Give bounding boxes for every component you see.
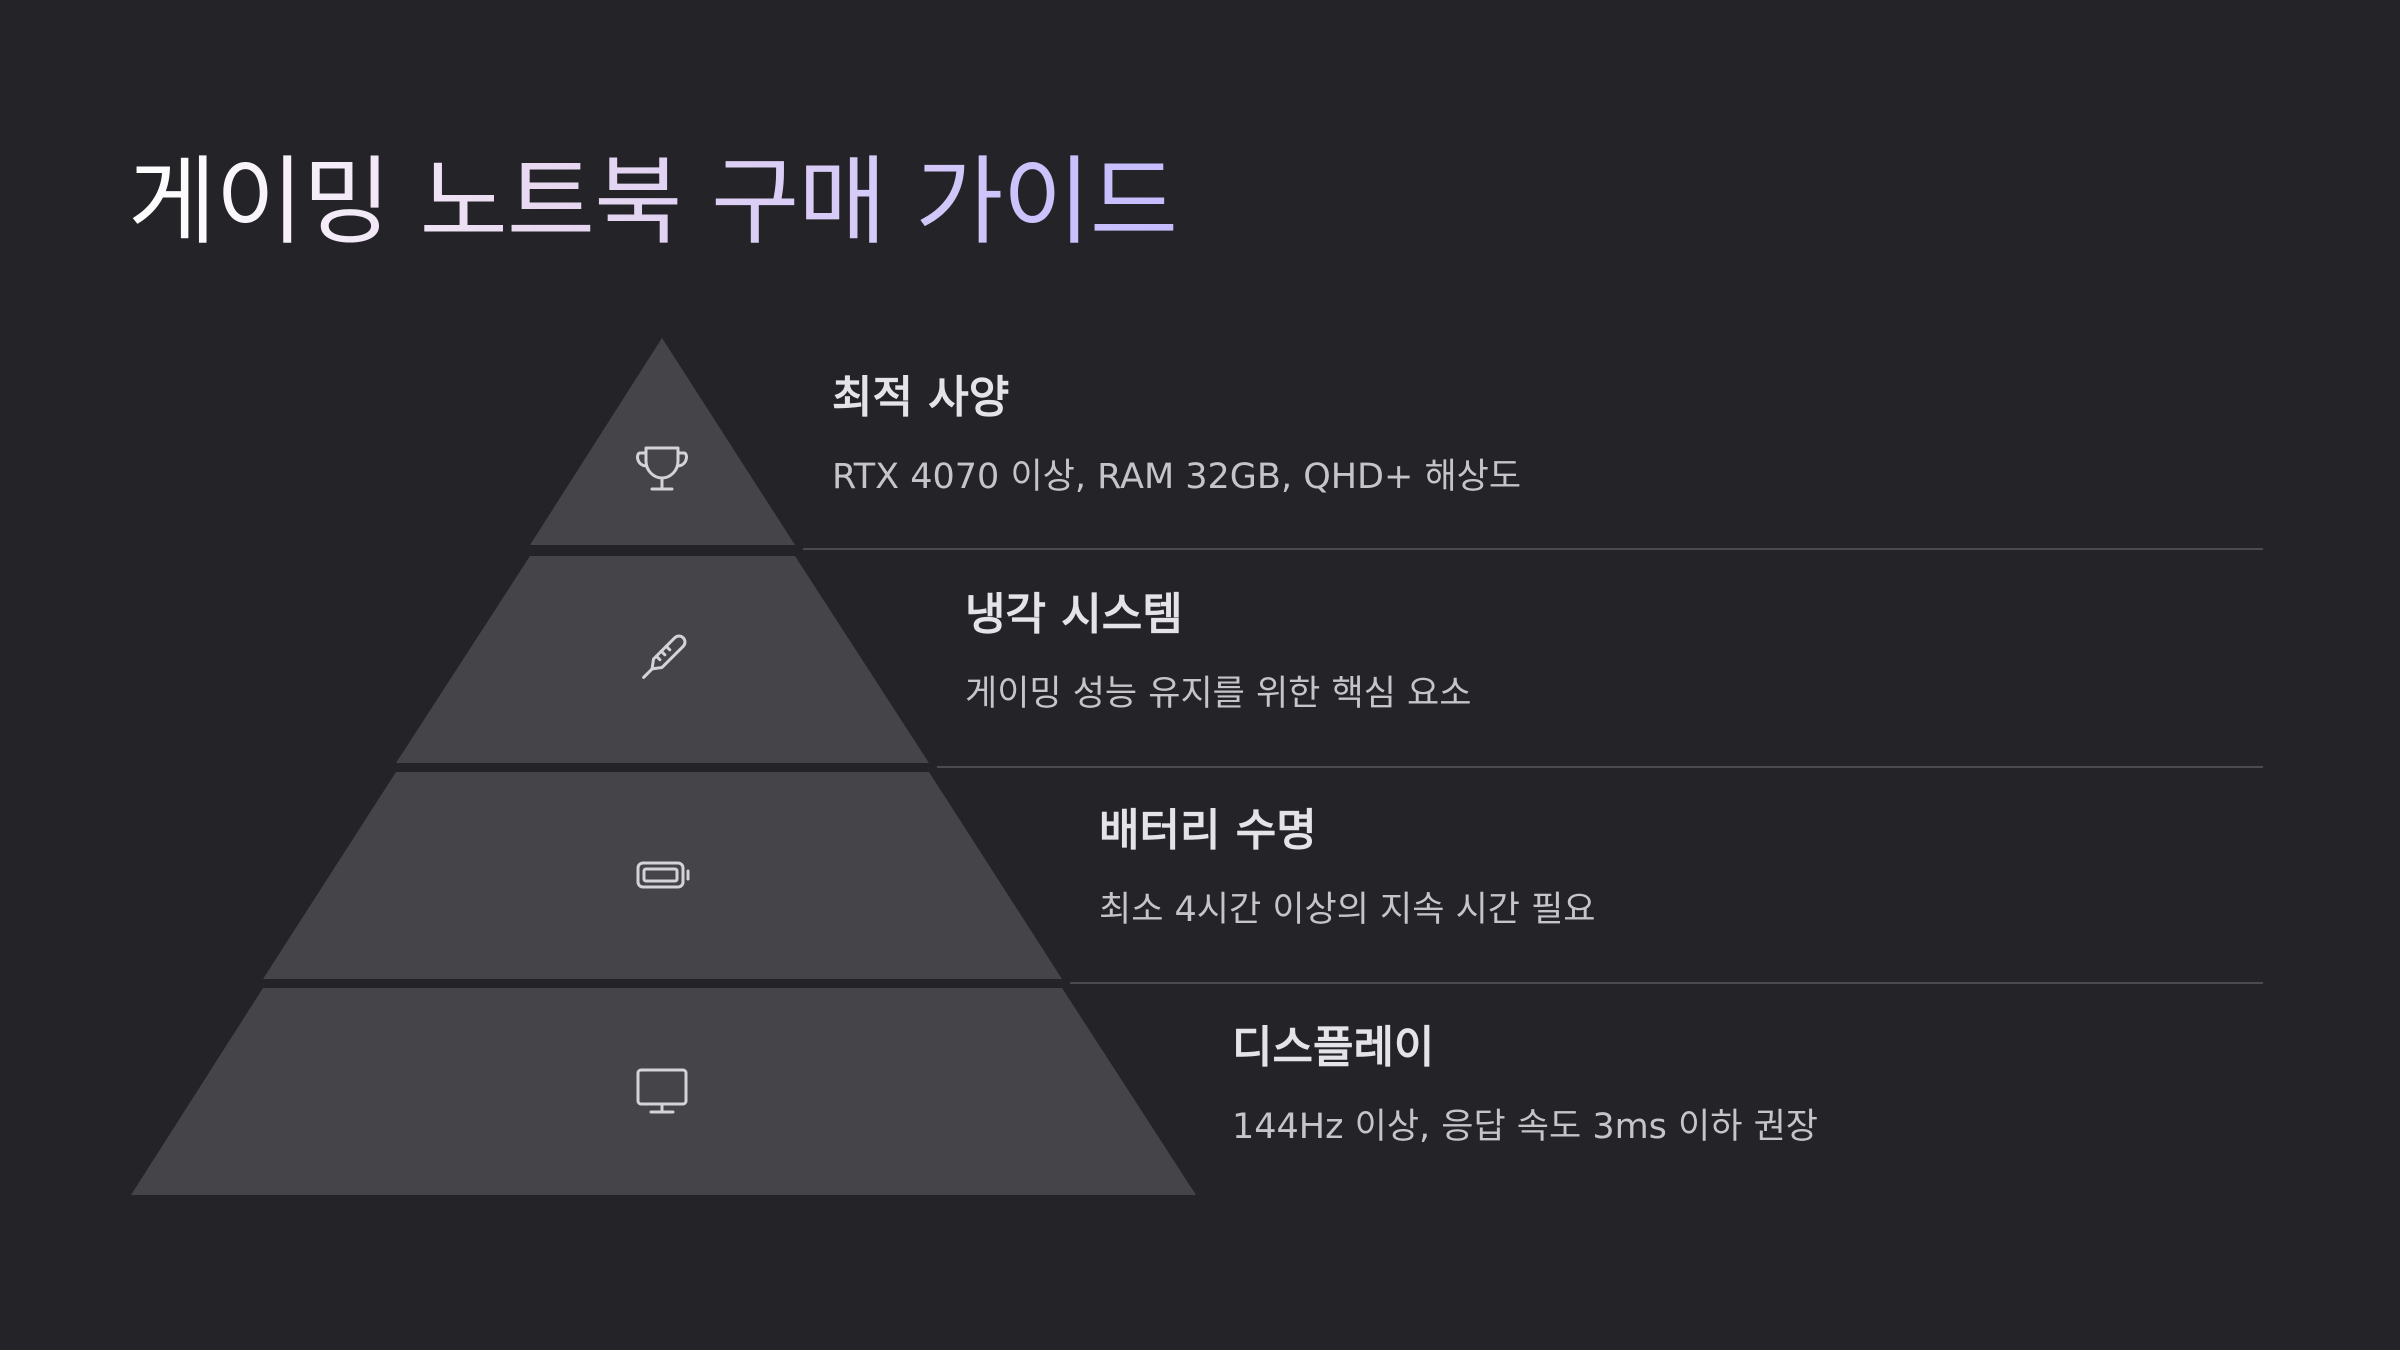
level-1-description: RTX 4070 이상, RAM 32GB, QHD+ 해상도 [832, 457, 1522, 497]
level-3-title: 배터리 수명 [1099, 805, 1317, 856]
slide-title: 게이밍 노트북 구매 가이드 [128, 146, 1178, 258]
pyramid-segment-top [530, 338, 795, 545]
pyramid-segment-2 [396, 556, 929, 763]
monitor-icon [636, 1068, 688, 1114]
level-3-description: 최소 4시간 이상의 지속 시간 필요 [1099, 890, 1596, 930]
level-2-description: 게이밍 성능 유지를 위한 핵심 요소 [965, 674, 1472, 714]
divider-3 [1070, 982, 2263, 984]
thermometer-icon [642, 634, 687, 679]
level-4-description: 144Hz 이상, 응답 속도 3ms 이하 권장 [1232, 1107, 1818, 1147]
pyramid-segment-3 [263, 772, 1062, 979]
trophy-icon [636, 446, 688, 491]
battery-icon [636, 861, 690, 889]
divider-1 [803, 548, 2263, 550]
pyramid-segment-base [131, 988, 1196, 1195]
level-2-title: 냉각 시스템 [965, 589, 1183, 640]
level-4-title: 디스플레이 [1232, 1022, 1435, 1073]
divider-2 [937, 766, 2263, 768]
level-1-title: 최적 사양 [832, 372, 1010, 423]
